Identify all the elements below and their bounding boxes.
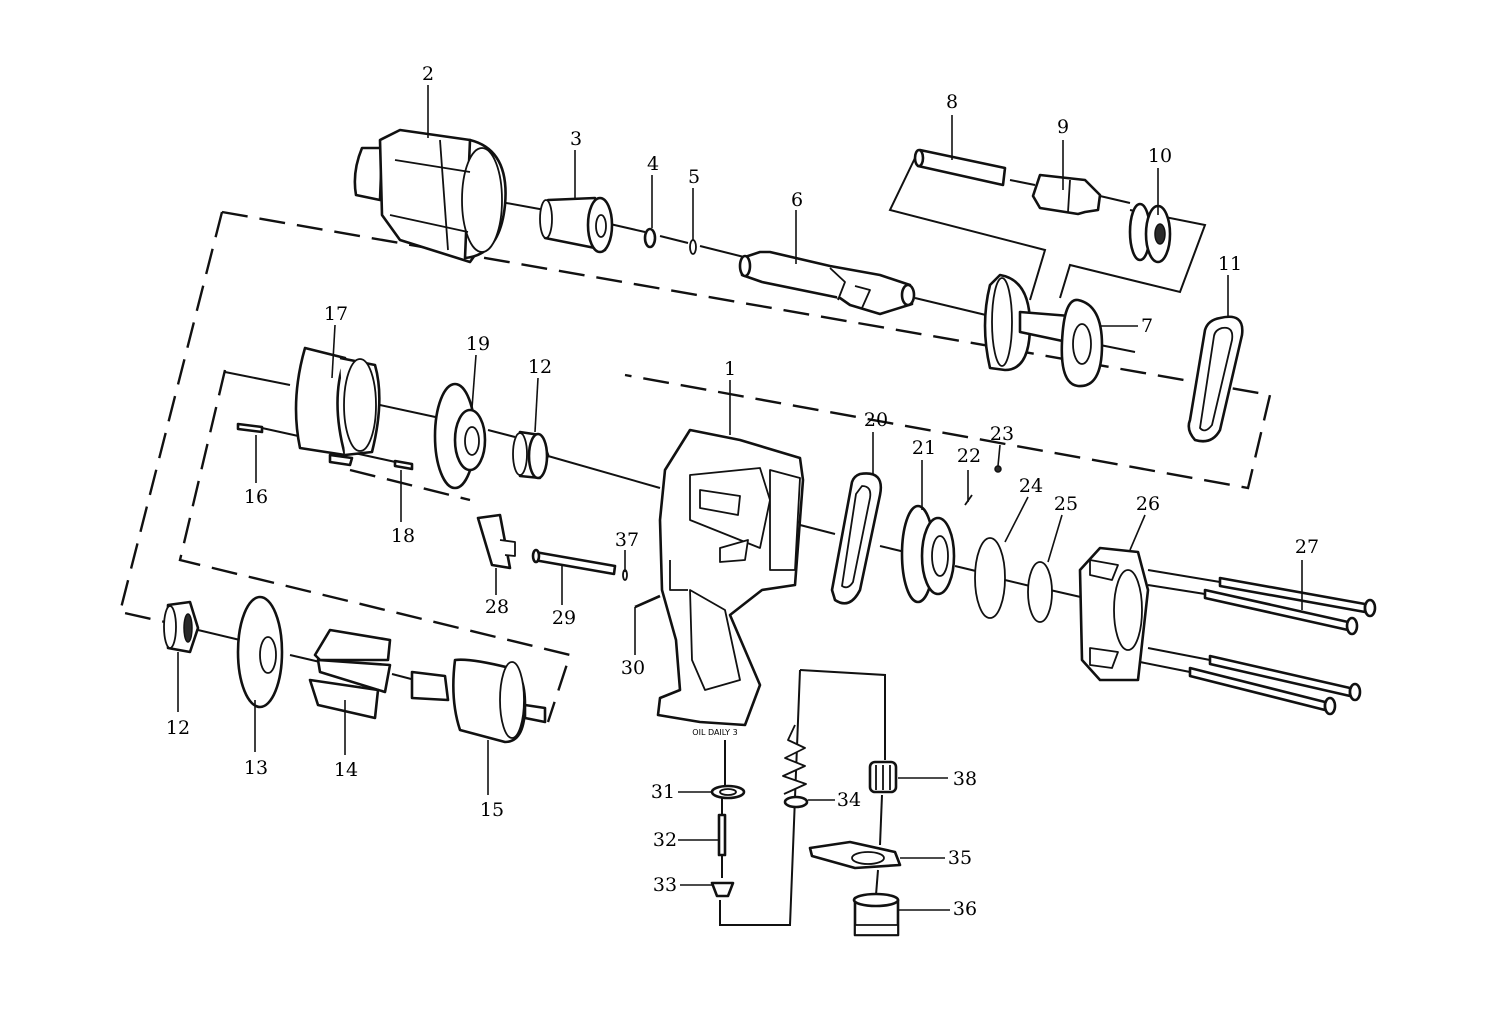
label-part-20: 20 xyxy=(864,409,888,431)
label-part-26: 26 xyxy=(1136,493,1160,515)
label-part-11: 11 xyxy=(1218,253,1242,275)
part-15-rotor xyxy=(410,658,547,744)
label-part-12-lower: 12 xyxy=(166,717,190,739)
part-13-front-plate xyxy=(236,595,284,709)
label-part-28: 28 xyxy=(485,596,509,618)
label-part-13: 13 xyxy=(244,757,268,779)
leader-lines xyxy=(177,85,1303,911)
part-25-o-ring xyxy=(1027,561,1053,623)
label-part-22: 22 xyxy=(957,445,981,467)
part-18-pin xyxy=(393,459,414,471)
housing-stamp: OIL DAILY 3 xyxy=(692,728,737,737)
part-14-vanes xyxy=(308,628,392,720)
label-part-23: 23 xyxy=(990,423,1014,445)
label-part-21: 21 xyxy=(912,437,936,459)
part-27-bolts xyxy=(1139,569,1377,716)
part-28-trigger xyxy=(476,513,516,570)
part-16-pin xyxy=(236,422,264,434)
part-9-hammer xyxy=(1031,173,1102,216)
label-part-30: 30 xyxy=(621,657,645,679)
part-2-hammer-case xyxy=(353,128,507,264)
label-part-19: 19 xyxy=(466,333,490,355)
part-35-plate xyxy=(808,840,902,870)
label-part-17: 17 xyxy=(324,303,348,325)
part-30-pin xyxy=(634,594,661,609)
part-38-regulator-knob xyxy=(868,760,898,794)
label-part-4: 4 xyxy=(647,153,659,175)
part-5-o-ring xyxy=(689,239,697,255)
label-part-33: 33 xyxy=(653,874,677,896)
part-11-gasket xyxy=(1187,315,1244,443)
label-part-36: 36 xyxy=(953,898,977,920)
label-part-29: 29 xyxy=(552,607,576,629)
part-32-valve-pin xyxy=(717,813,727,857)
assembly-frames xyxy=(719,157,1207,926)
label-part-18: 18 xyxy=(391,525,415,547)
label-part-2: 2 xyxy=(422,63,434,85)
label-part-32: 32 xyxy=(653,829,677,851)
label-part-10: 10 xyxy=(1148,145,1172,167)
part-34-spring xyxy=(782,724,809,809)
label-part-14: 14 xyxy=(334,759,358,781)
label-part-7: 7 xyxy=(1141,315,1153,337)
label-part-27: 27 xyxy=(1295,536,1319,558)
label-part-5: 5 xyxy=(688,166,700,188)
part-6-anvil xyxy=(738,250,916,316)
part-21-end-plate xyxy=(900,504,956,604)
label-part-3: 3 xyxy=(570,128,582,150)
label-part-25: 25 xyxy=(1054,493,1078,515)
part-1-housing: OIL DAILY 3 xyxy=(656,428,805,737)
part-12-bearing-lower xyxy=(163,600,200,654)
part-33-valve xyxy=(710,881,735,898)
label-part-1: 1 xyxy=(724,358,736,380)
label-part-9: 9 xyxy=(1057,116,1069,138)
label-part-35: 35 xyxy=(948,847,972,869)
part-12-bearing-upper xyxy=(512,430,550,480)
label-part-24: 24 xyxy=(1019,475,1043,497)
part-7-hammer-frame xyxy=(983,273,1104,388)
part-29-valve-stem xyxy=(531,548,617,576)
label-part-12-upper: 12 xyxy=(528,356,552,378)
label-part-15: 15 xyxy=(480,799,504,821)
part-20-gasket xyxy=(830,472,883,605)
label-part-6: 6 xyxy=(791,189,803,211)
label-part-16: 16 xyxy=(244,486,268,508)
part-19-rear-plate xyxy=(433,382,487,490)
label-part-37: 37 xyxy=(615,529,639,551)
label-part-38: 38 xyxy=(953,768,977,790)
label-part-34: 34 xyxy=(837,789,861,811)
part-10-cylinder-ring xyxy=(1128,202,1172,264)
part-24-o-ring xyxy=(974,537,1006,619)
label-part-8: 8 xyxy=(946,91,958,113)
part-26-rear-cover xyxy=(1078,546,1150,682)
part-8-pin xyxy=(913,148,1007,187)
label-part-31: 31 xyxy=(651,781,675,803)
part-31-seal xyxy=(710,784,746,800)
part-23-ball xyxy=(994,465,1002,473)
part-number-labels: 2 3 4 5 6 7 8 9 10 11 17 19 12 1 20 21 2… xyxy=(166,63,1319,920)
part-4-ring xyxy=(643,227,657,249)
part-17-cylinder xyxy=(294,346,381,467)
part-36-nut xyxy=(852,892,900,937)
dashed-assembly-paths xyxy=(118,210,1272,723)
part-3-bushing xyxy=(539,196,614,254)
